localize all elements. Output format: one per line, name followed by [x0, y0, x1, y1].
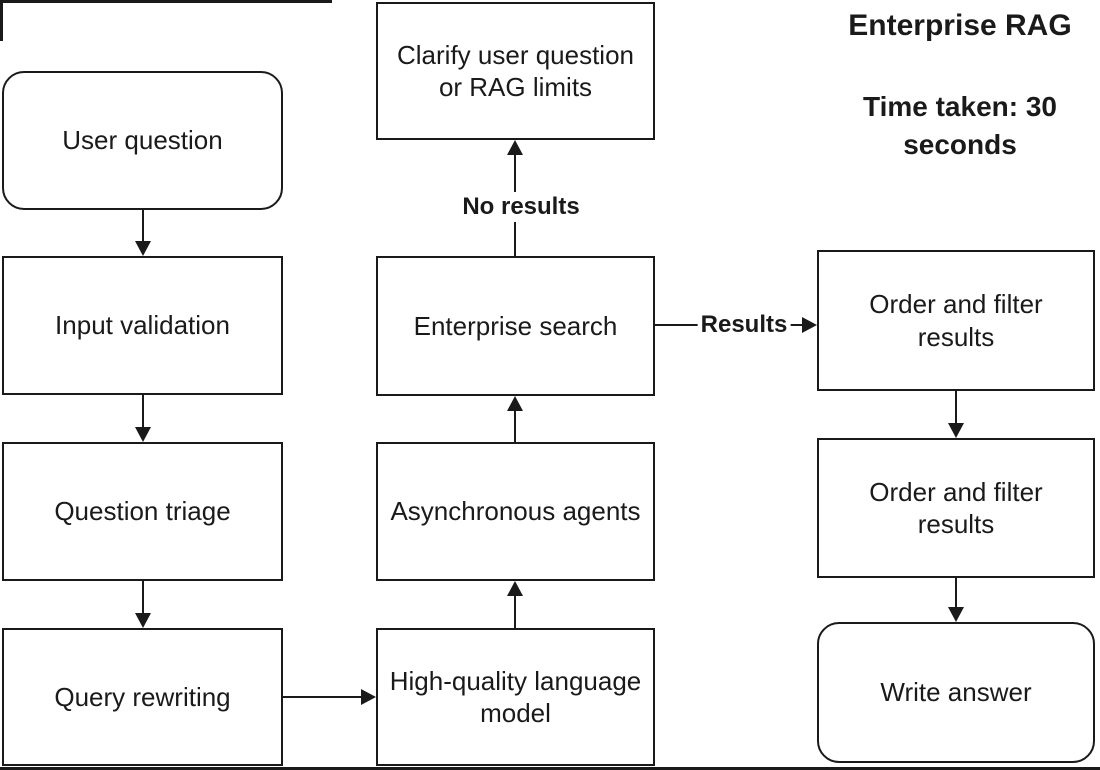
diagram-title: Enterprise RAG	[848, 9, 1072, 42]
node-clarify-user-question: Clarify user question or RAG limits	[376, 2, 655, 140]
node-label: Enterprise search	[413, 310, 618, 341]
node-label: Input validation	[55, 310, 230, 341]
canvas-border-left	[0, 0, 3, 41]
node-asynchronous-agents: Asynchronous agents	[376, 442, 655, 581]
diagram-subtitle: Time taken: 30 seconds	[862, 91, 1058, 160]
node-user-question: User question	[2, 71, 283, 210]
node-label: High-quality language model	[389, 665, 642, 729]
node-label: Query rewriting	[54, 681, 231, 712]
node-query-rewriting: Query rewriting	[2, 628, 283, 766]
node-order-and-filter-results-2: Order and filter results	[817, 438, 1095, 578]
node-label: Write answer	[880, 677, 1032, 708]
node-label: Order and filter results	[869, 476, 1043, 540]
node-input-validation: Input validation	[2, 256, 283, 395]
canvas-border-bottom	[0, 767, 1100, 770]
node-label: User question	[62, 125, 223, 156]
canvas-border-top	[0, 0, 332, 3]
node-enterprise-search: Enterprise search	[376, 256, 655, 396]
node-label: Order and filter results	[869, 289, 1043, 352]
node-write-answer: Write answer	[817, 622, 1095, 763]
edge-label-no-results: No results	[459, 192, 583, 222]
node-label: Clarify user question or RAG limits	[397, 39, 634, 103]
node-label: Question triage	[54, 496, 231, 527]
node-label: Asynchronous agents	[390, 496, 641, 527]
node-high-quality-language-model: High-quality language model	[376, 628, 655, 766]
edge-label-results: Results	[697, 310, 791, 340]
node-order-and-filter-results-1: Order and filter results	[817, 250, 1095, 391]
node-question-triage: Question triage	[2, 442, 283, 581]
